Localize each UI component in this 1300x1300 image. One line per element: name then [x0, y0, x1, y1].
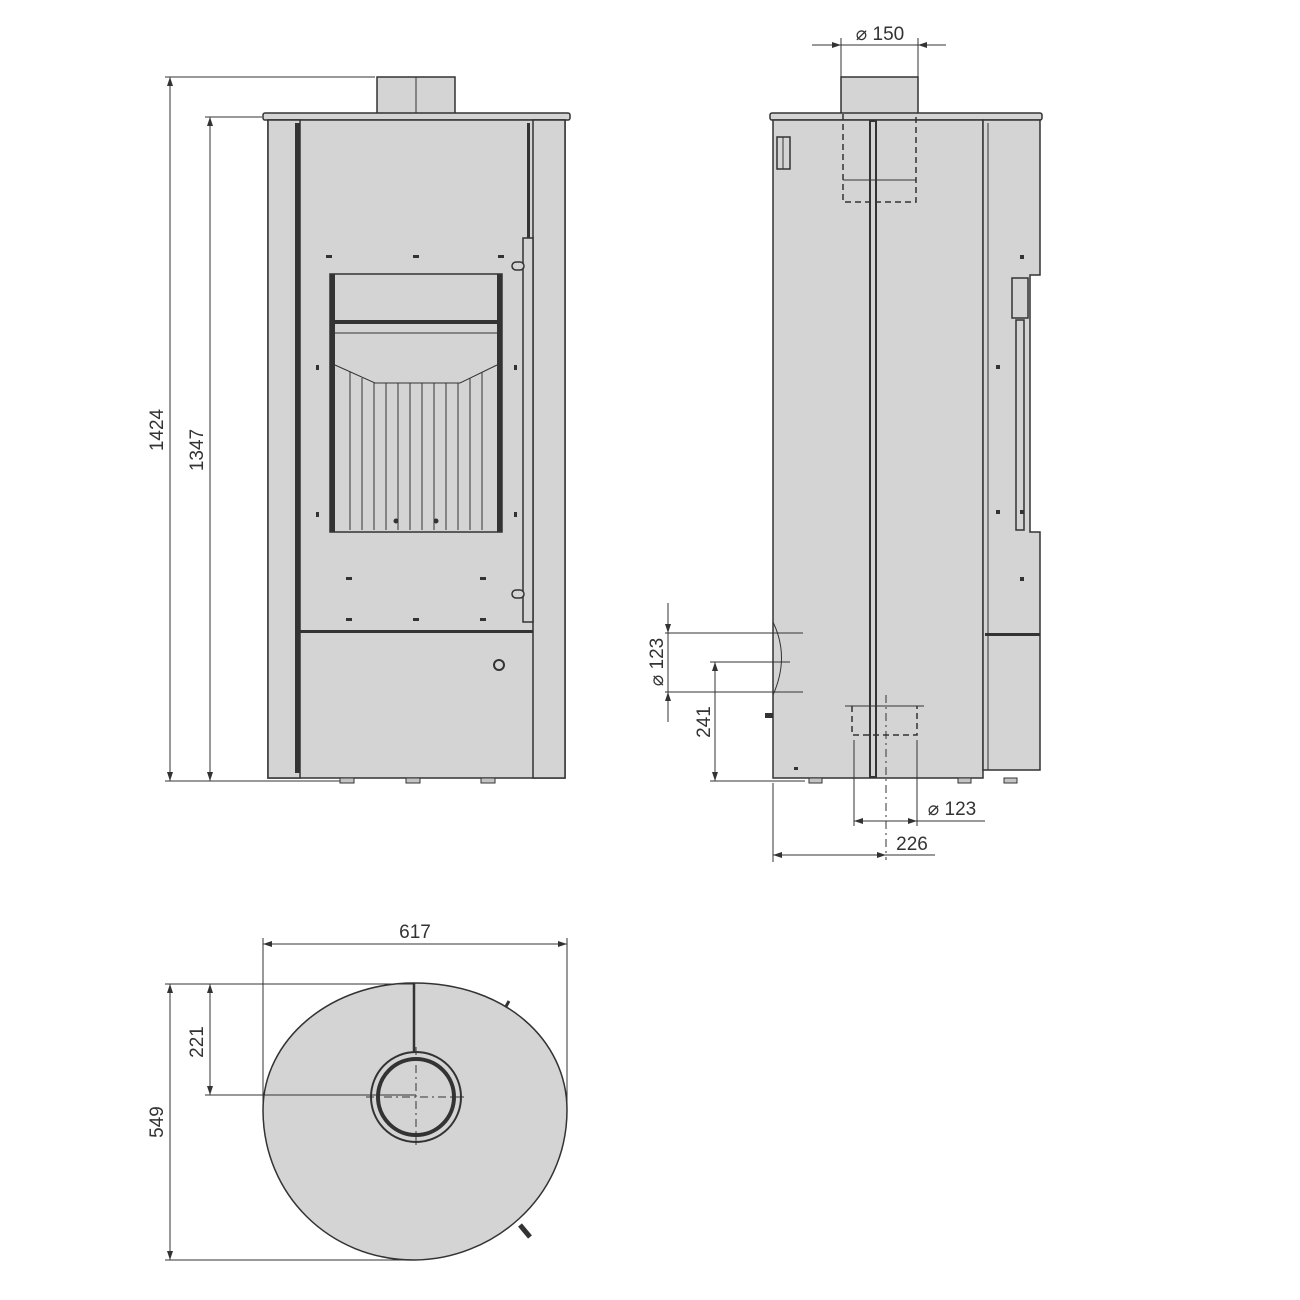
top-view	[262, 982, 568, 1261]
flue-collar-side	[840, 76, 919, 115]
front-view	[262, 76, 571, 784]
side-feet	[808, 777, 1018, 784]
front-dimensions: 1424 1347	[147, 76, 375, 782]
side-body	[772, 119, 984, 779]
dim-rear-outlet-diameter: ⌀ 123	[647, 638, 668, 686]
bottom-outlet	[851, 706, 918, 736]
dim-body-height: 1347	[187, 429, 208, 471]
dim-total-height: 1424	[147, 408, 168, 451]
top-plate	[262, 112, 571, 121]
top-dimensions: 617 549 221	[147, 922, 568, 1261]
side-dimensions: ⌀ 150 ⌀ 123 241 ⌀ 123 226	[647, 24, 985, 862]
feet	[339, 777, 496, 784]
grate-lines	[349, 372, 483, 530]
dim-flue-offset: 221	[187, 1026, 208, 1058]
firebox-window	[329, 273, 503, 533]
dim-depth: 549	[147, 1106, 168, 1138]
dim-bottom-outlet-offset: 226	[896, 834, 928, 855]
side-view	[765, 76, 1043, 860]
right-side-panel	[532, 119, 566, 779]
dim-flue-diameter: ⌀ 150	[856, 24, 904, 45]
ash-drawer-knob	[493, 659, 505, 671]
dim-rear-outlet-height: 241	[694, 706, 715, 738]
dim-bottom-outlet-diameter: ⌀ 123	[928, 799, 976, 820]
rear-outlet	[772, 621, 782, 696]
door-profile	[982, 119, 1041, 771]
dim-width: 617	[399, 922, 431, 943]
baffle	[334, 364, 498, 384]
door-handle-bar	[522, 237, 534, 623]
left-side-panel	[267, 119, 301, 779]
